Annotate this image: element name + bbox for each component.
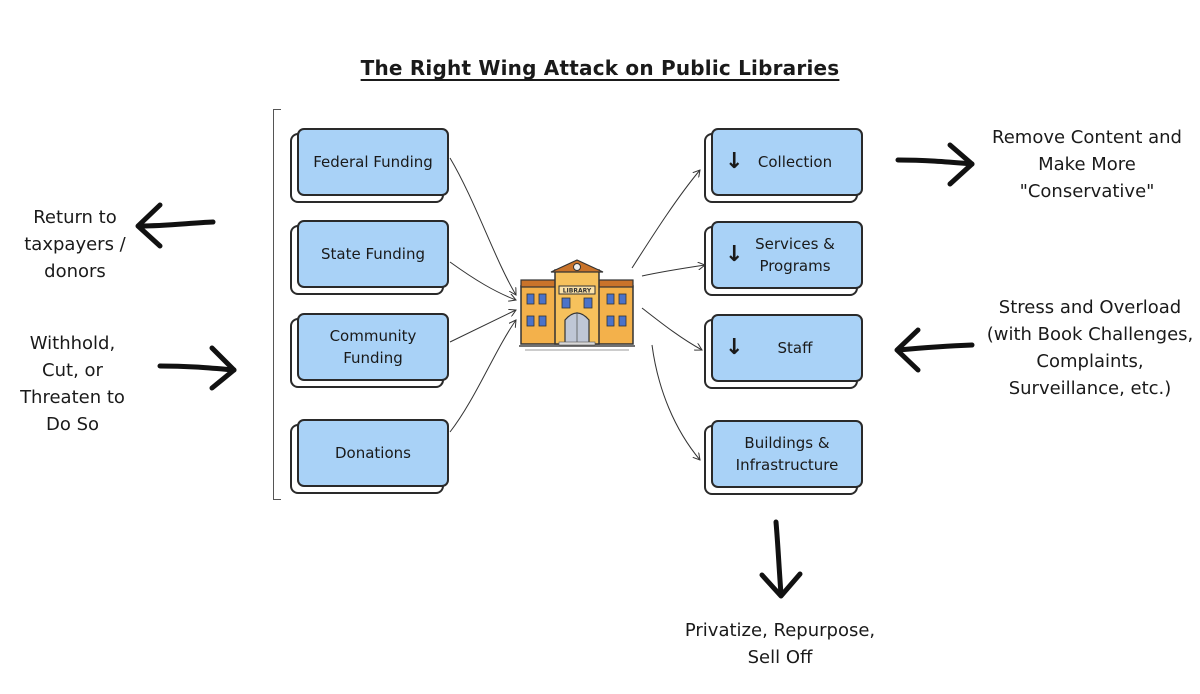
donations-to-library-line [449, 320, 516, 433]
collection-label: Collection [757, 153, 833, 171]
decrease-arrow-icon: ↓ [725, 335, 744, 360]
decrease-arrow-icon: ↓ [725, 149, 744, 174]
library-to-staff-line [641, 307, 702, 350]
return-arrow [137, 219, 216, 229]
decrease-arrow-icon: ↓ [725, 242, 744, 267]
federal-funding-label: Federal Funding [313, 153, 433, 171]
diagram-title: The Right Wing Attack on Public Librarie… [360, 56, 840, 80]
stress-arrow [895, 342, 975, 353]
state-funding-label: State Funding [320, 245, 425, 263]
library-to-buildings-line [651, 344, 700, 460]
community-funding-box: Community Funding [297, 313, 449, 381]
donations-box: Donations [297, 419, 449, 487]
library-to-services-line [641, 265, 705, 277]
library-building-icon: LIBRARY [519, 259, 635, 351]
staff-box: ↓ Staff [711, 314, 863, 382]
federal-to-library-line [449, 157, 516, 295]
stress-note: Stress and Overload (with Book Challenge… [986, 297, 1194, 399]
return-note: Return to taxpayers / donors [24, 207, 126, 282]
remove-content-arrow [895, 157, 975, 167]
services-programs-box: ↓ Services & Programs [711, 221, 863, 289]
buildings-infrastructure-box: Buildings & Infrastructure [711, 420, 863, 488]
withhold-arrow [157, 363, 237, 373]
library-sign: LIBRARY [563, 288, 592, 295]
state-funding-box: State Funding [297, 220, 449, 288]
state-to-library-line [449, 261, 516, 300]
federal-funding-box: Federal Funding [297, 128, 449, 196]
privatize-arrow [773, 519, 784, 597]
donations-label: Donations [335, 444, 411, 462]
privatize-note: Privatize, Repurpose, Sell Off [684, 620, 876, 668]
funding-bracket [273, 109, 281, 500]
community-to-library-line [449, 310, 516, 343]
staff-label: Staff [777, 339, 813, 357]
library-to-collection-line [631, 170, 700, 269]
community-funding-label: Community Funding [329, 327, 417, 367]
buildings-infrastructure-label: Buildings & Infrastructure [735, 434, 839, 474]
collection-box: ↓ Collection [711, 128, 863, 196]
withhold-note: Withhold, Cut, or Threaten to Do So [20, 333, 125, 435]
services-programs-label: Services & Programs [755, 235, 835, 275]
remove-content-note: Remove Content and Make More "Conservati… [992, 127, 1182, 202]
